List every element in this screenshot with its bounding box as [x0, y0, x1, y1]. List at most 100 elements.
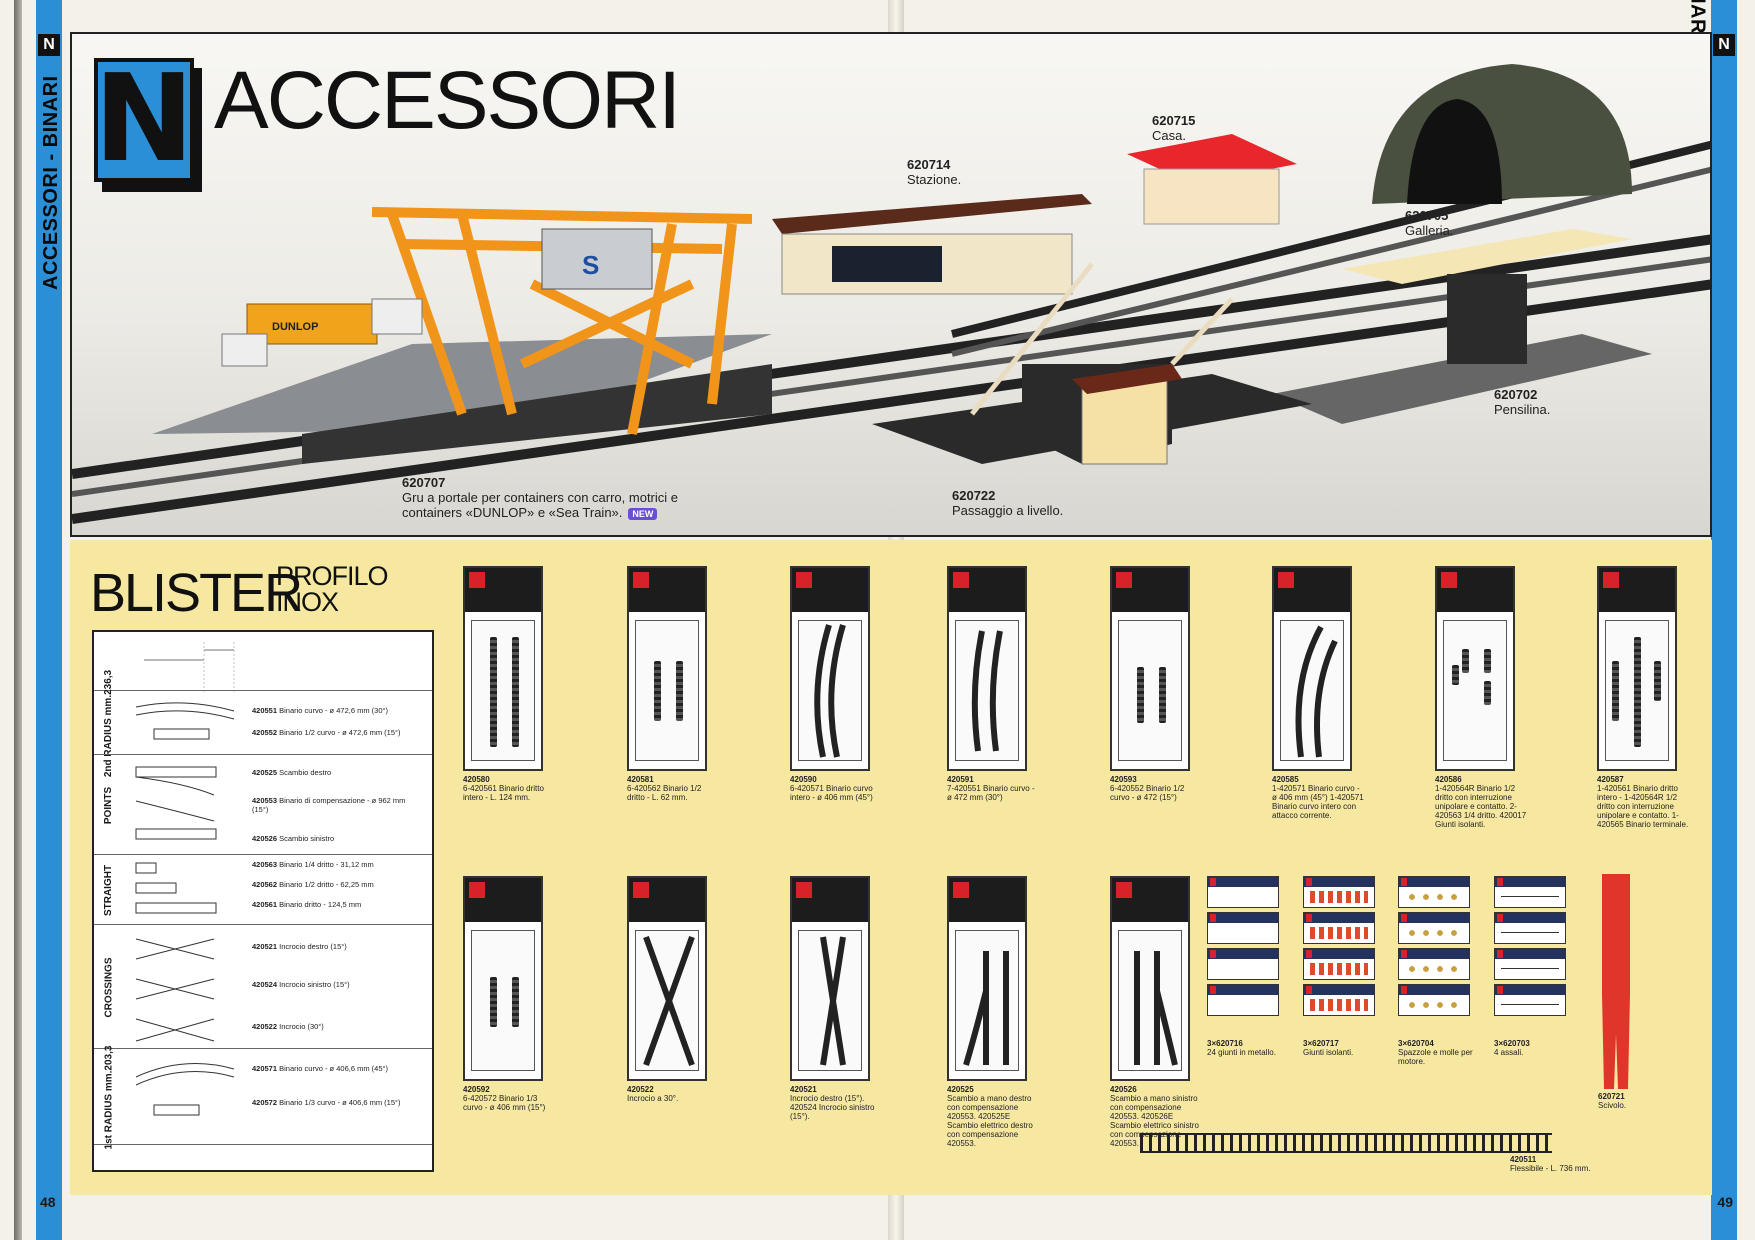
- product-label-tunnel: 620705 Galleria.: [1405, 208, 1454, 239]
- group-label: 2nd RADIUS mm.236,3: [103, 669, 115, 777]
- diagram-bottom-rule: [94, 1144, 432, 1145]
- small-pack: [1398, 912, 1470, 944]
- blister-sub-line2: INOX: [276, 586, 339, 617]
- blister-pack: [1272, 566, 1352, 771]
- small-pack: [1303, 912, 1375, 944]
- diagram-item: 420563 Binario 1/4 dritto - 31,12 mm: [252, 860, 374, 869]
- svg-text:S: S: [582, 250, 599, 280]
- small-pack: [1398, 948, 1470, 980]
- blister-pack: [1110, 566, 1190, 771]
- lima-logo-icon: [1116, 882, 1132, 898]
- product-desc: Stazione.: [907, 171, 962, 187]
- blister-subtitle: PROFILO INOX: [276, 561, 389, 617]
- product-label-shelter: 620702 Pensilina.: [1494, 387, 1551, 418]
- track-shape-icon: [135, 938, 215, 1042]
- spine-n-badge-left: N: [38, 34, 60, 56]
- blister-pack: [627, 566, 707, 771]
- blister-sub-line1: PROFILO: [276, 561, 389, 591]
- product-code: 620722: [952, 488, 996, 503]
- scene-illustration: S DUNLOP: [72, 64, 1710, 524]
- small-pack: [1494, 984, 1566, 1016]
- lima-logo-icon: [1603, 572, 1619, 588]
- blister-pack: [463, 876, 543, 1081]
- diagram-item: 420562 Binario 1/2 dritto - 62,25 mm: [252, 880, 374, 889]
- small-pack: [1303, 984, 1375, 1016]
- diagram-item: 420553 Binario di compensazione - ø 962 …: [252, 796, 406, 814]
- curved-rail-icon: [1295, 625, 1338, 758]
- track-shape-icon: [135, 702, 235, 740]
- new-badge: NEW: [628, 507, 658, 521]
- diagram-group-2nd-radius: 2nd RADIUS mm.236,3 420551 Binario curvo…: [94, 669, 432, 777]
- track-diagram: 2nd RADIUS mm.236,3 420551 Binario curvo…: [92, 630, 434, 1172]
- small-pack: [1207, 984, 1279, 1016]
- lima-logo-icon: [1116, 572, 1132, 588]
- product-code: 620715: [1152, 113, 1196, 128]
- lima-logo-icon: [953, 882, 969, 898]
- left-spine-label: ACCESSORI - BINARI: [40, 75, 62, 290]
- flexible-track-icon: [1140, 1133, 1552, 1153]
- svg-text:DUNLOP: DUNLOP: [272, 321, 318, 333]
- blister-pack: [790, 566, 870, 771]
- blister-pack: [947, 876, 1027, 1081]
- diagram-item: 420524 Incrocio sinistro (15°): [252, 980, 350, 989]
- small-pack: [1207, 912, 1279, 944]
- blister-pack: [947, 566, 1027, 771]
- track-shape-icon: [135, 766, 217, 840]
- turnout-rail-icon: [963, 951, 1009, 1066]
- lima-logo-icon: [1441, 572, 1457, 588]
- diagram-header: [144, 642, 235, 692]
- crossing-rail-icon: [820, 936, 846, 1066]
- small-pack: [1303, 948, 1375, 980]
- product-label-house: 620715 Casa.: [1152, 113, 1196, 144]
- group-label: 1st RADIUS mm.203,3: [103, 1045, 115, 1149]
- product-desc: Pensilina.: [1494, 401, 1551, 417]
- diagram-item: 420572 Binario 1/3 curvo - ø 406,6 mm (1…: [252, 1098, 401, 1107]
- group-label: STRAIGHT: [103, 864, 115, 916]
- blister-pack: [627, 876, 707, 1081]
- diagram-group-crossings: CROSSINGS 420521 Incrocio destro (15°) 4…: [94, 924, 432, 1048]
- product-desc: Galleria.: [1405, 222, 1454, 238]
- curved-rail-icon: [971, 630, 1003, 752]
- group-label: CROSSINGS: [103, 956, 115, 1018]
- lima-logo-icon: [633, 882, 649, 898]
- page-title: ACCESSORI: [214, 55, 681, 146]
- diagram-group-straight: STRAIGHT 420563 Binario 1/4 dritto - 31,…: [94, 854, 432, 924]
- blister-pack: [1435, 566, 1515, 771]
- diagram-item: 420525 Scambio destro: [252, 768, 332, 777]
- diagram-item: 420561 Binario dritto - 124,5 mm: [252, 900, 362, 909]
- lima-logo-icon: [633, 572, 649, 588]
- diagram-item: 420521 Incrocio destro (15°): [252, 942, 347, 951]
- product-code: 620707: [402, 475, 446, 490]
- product-desc: Casa.: [1152, 127, 1186, 143]
- small-pack: [1398, 876, 1470, 908]
- blister-pack: [790, 876, 870, 1081]
- small-pack: [1207, 948, 1279, 980]
- group-label: POINTS: [103, 786, 115, 824]
- product-desc: Gru a portale per containers con carro, …: [402, 489, 679, 520]
- lima-logo-icon: [796, 572, 812, 588]
- diagram-group-points: POINTS 420525 Scambio destro 420553 Bina…: [94, 754, 432, 854]
- lima-logo-icon: [1278, 572, 1294, 588]
- rerailer-tool-icon: [1602, 874, 1630, 1089]
- left-spine: [36, 0, 62, 1240]
- curved-rail-icon: [814, 624, 846, 758]
- lima-logo-icon: [469, 572, 485, 588]
- small-pack: [1494, 948, 1566, 980]
- lima-logo-icon: [953, 572, 969, 588]
- blister-pack: [463, 566, 543, 771]
